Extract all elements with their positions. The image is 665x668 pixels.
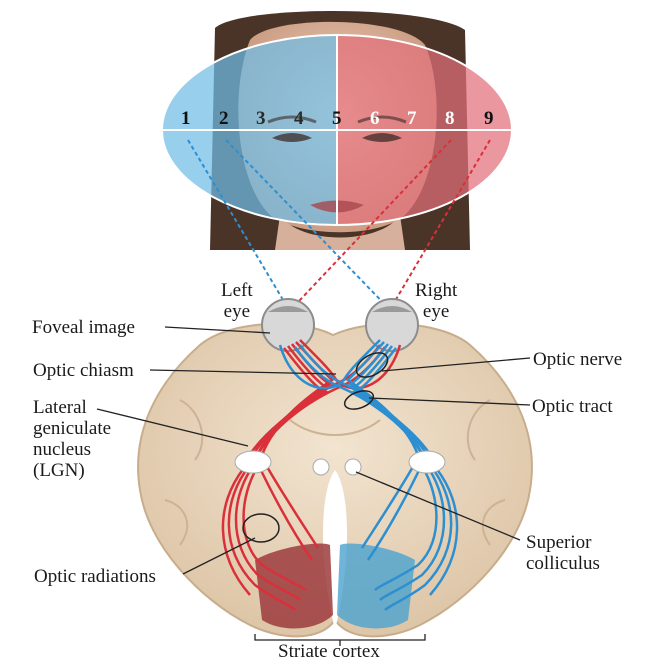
field-number-8: 8 [445,108,455,129]
label-right-eye: Right eye [415,280,458,322]
label-left-eye: Left eye [221,280,253,322]
right-striate-region [337,543,415,629]
eyeballs [261,298,419,352]
right-lgn [408,450,446,474]
field-number-4: 4 [294,108,304,129]
leader-lines [96,326,531,575]
projection-lines [187,139,491,319]
label-optic-nerve: Optic nerve [533,349,623,370]
face-right-eye [362,133,402,142]
label-striate-cortex: Striate cortex [278,641,380,662]
face-left-eye [272,133,312,142]
label-optic-tract: Optic tract [532,396,613,417]
label-superior-colliculus: Superior colliculus [526,532,600,574]
field-number-1: 1 [181,108,191,129]
label-foveal-image: Foveal image [32,317,135,338]
label-optic-radiations: Optic radiations [34,566,156,587]
field-number-3: 3 [256,108,266,129]
field-number-9: 9 [484,108,494,129]
field-number-2: 2 [219,108,229,129]
striate-bracket [254,634,426,646]
left-lgn [234,450,272,474]
label-optic-chiasm: Optic chiasm [33,360,134,381]
right-superior-colliculus [344,458,362,476]
left-superior-colliculus [312,458,330,476]
field-number-6: 6 [370,108,380,129]
field-number-7: 7 [407,108,417,129]
field-number-5: 5 [332,108,342,129]
left-striate-region [255,543,333,629]
label-lgn: Lateral geniculate nucleus (LGN) [33,397,112,481]
visual-field [161,10,513,250]
